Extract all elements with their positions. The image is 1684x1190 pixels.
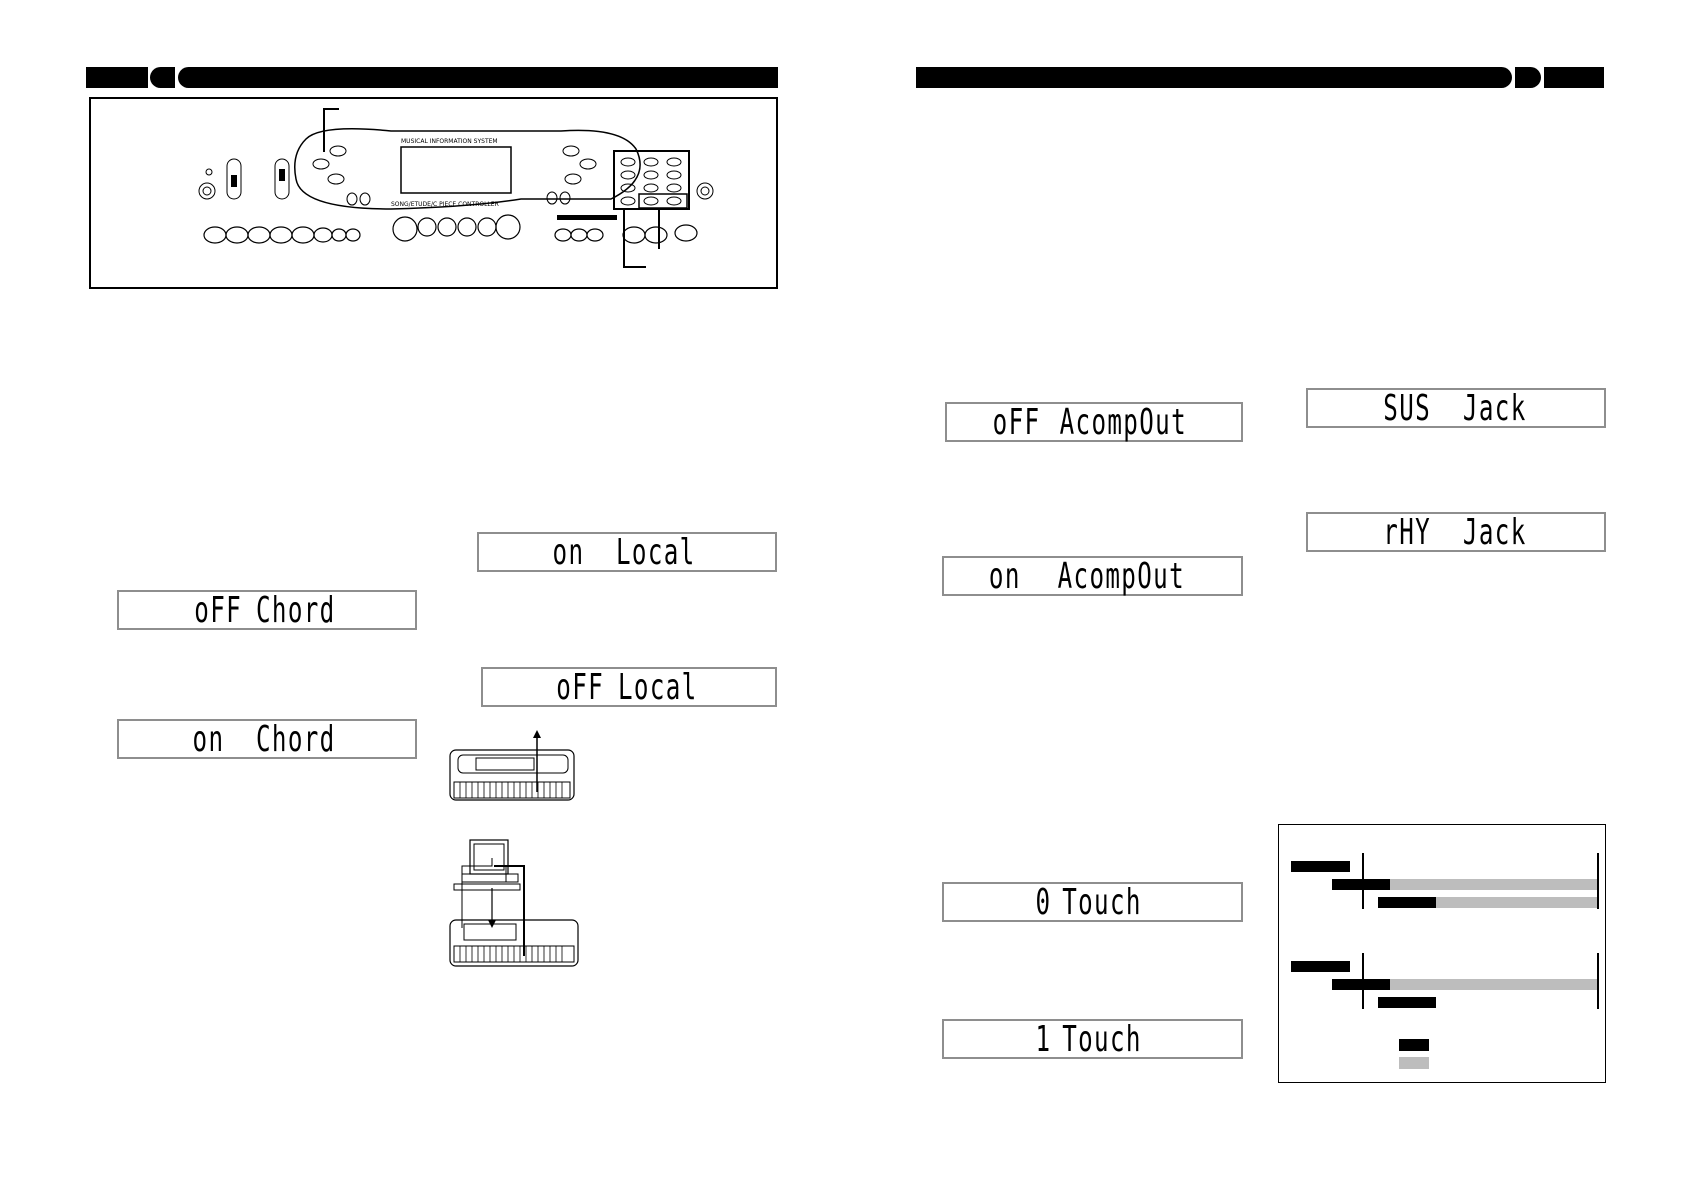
timing-bar (1332, 979, 1390, 990)
timing-bar (1378, 997, 1436, 1008)
lcd-state: 1 (1036, 1018, 1052, 1060)
lcd-text: Touch (1062, 1018, 1143, 1060)
lcd-text: AcompOut (1057, 555, 1186, 597)
lcd-state: oFF (992, 401, 1041, 443)
timing-diagram (1278, 824, 1606, 1083)
lcd-text: Touch (1062, 881, 1143, 923)
lcd-chord-off: oFF Chord (117, 589, 417, 631)
lcd-state: oFF (556, 666, 605, 708)
keyboard-illustration (449, 730, 575, 801)
lcd-state: on (192, 718, 225, 760)
lcd-local-on: on Local (477, 531, 777, 573)
legend-swatch-black (1399, 1039, 1429, 1051)
timing-bar (1332, 879, 1390, 890)
timing-divider (1597, 953, 1599, 1009)
timing-bar (1378, 897, 1436, 908)
lcd-state: rHY (1383, 511, 1432, 553)
lcd-text: Chord (256, 589, 336, 631)
lcd-state: on (989, 555, 1022, 597)
timing-sustain-bar (1390, 879, 1597, 890)
panel-bottom-label: SONG/ETUDE/C PIECE CONTROLLER (391, 201, 499, 208)
lcd-state: 0 (1036, 881, 1052, 923)
keyboard-panel-illustration: MUSICAL INFORMATION SYSTEM SONG/ETUDE/C … (89, 97, 778, 289)
lcd-acompout-off: oFF AcompOut (945, 401, 1243, 443)
lcd-text: AcompOut (1059, 401, 1187, 443)
panel-drawing: MUSICAL INFORMATION SYSTEM SONG/ETUDE/C … (198, 108, 714, 268)
lcd-rhy-jack: rHY Jack (1306, 511, 1606, 553)
timing-sustain-bar (1436, 897, 1597, 908)
timing-divider (1597, 853, 1599, 909)
timing-sustain-bar (1390, 979, 1597, 990)
lcd-local-off: oFF Local (481, 666, 777, 708)
lcd-text: Local (616, 531, 696, 573)
legend-swatch-gray (1399, 1057, 1429, 1069)
lcd-state: SUS (1383, 387, 1432, 429)
lcd-state: on (552, 531, 585, 573)
lcd-text: Local (618, 666, 698, 708)
timing-bar (1291, 861, 1350, 872)
computer-keyboard-illustration (449, 839, 579, 967)
timing-bar (1291, 961, 1350, 972)
lcd-sus-jack: SUS Jack (1306, 387, 1606, 429)
lcd-acompout-on: on AcompOut (942, 555, 1243, 597)
lcd-text: Jack (1462, 387, 1527, 429)
lcd-text: Jack (1462, 511, 1527, 553)
panel-top-label: MUSICAL INFORMATION SYSTEM (401, 138, 498, 145)
lcd-chord-on: on Chord (117, 718, 417, 760)
lcd-state: oFF (194, 589, 243, 631)
lcd-text: Chord (256, 718, 336, 760)
